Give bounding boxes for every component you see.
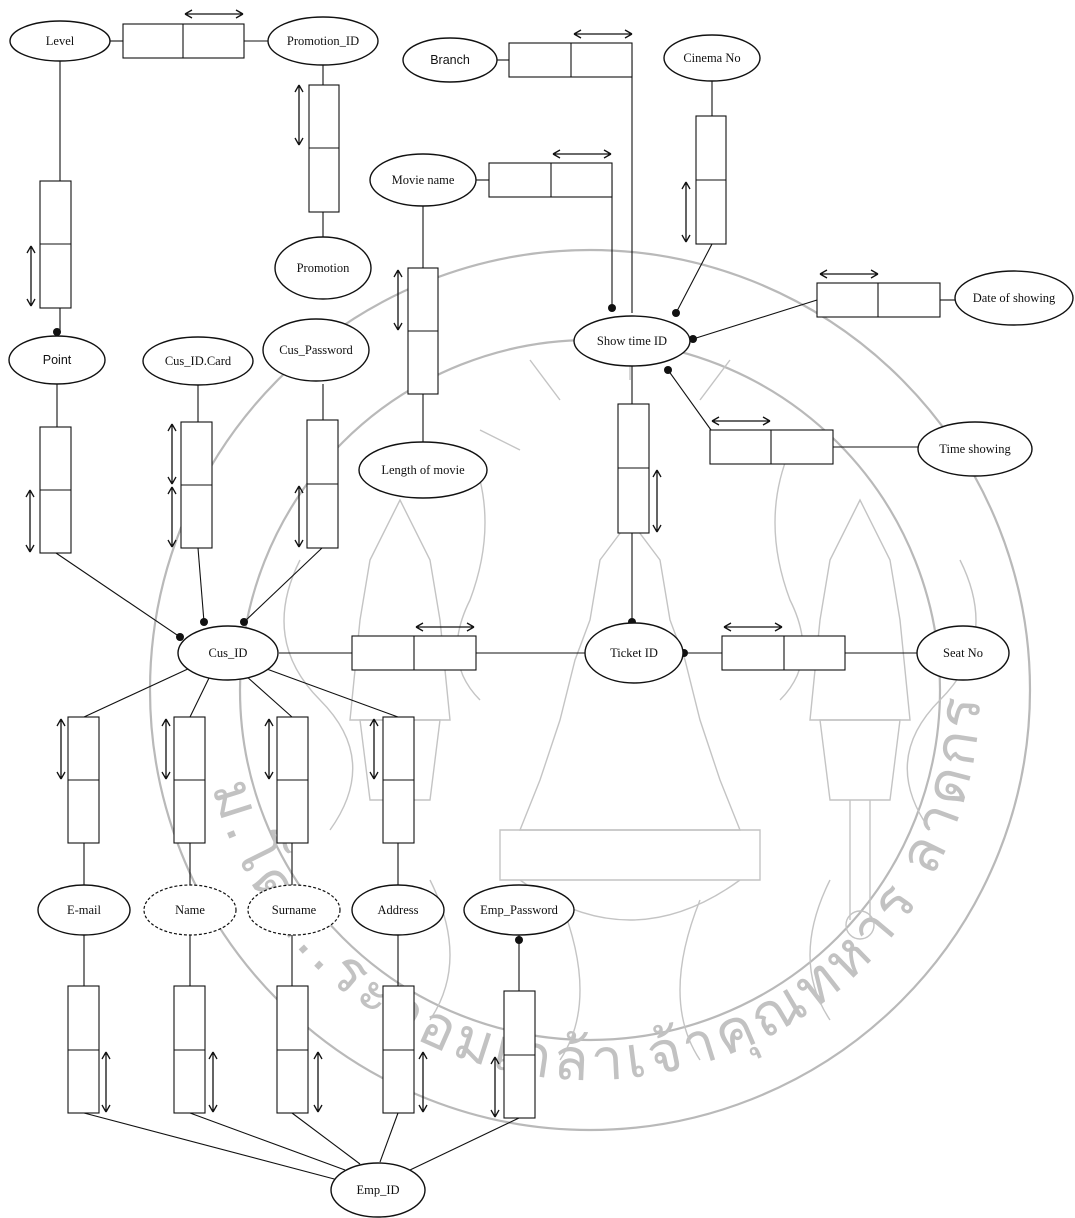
- entity-point: Point: [8, 335, 106, 385]
- entity-show-time-id: Show time ID: [573, 315, 691, 367]
- svg-text:Ticket ID: Ticket ID: [610, 646, 658, 660]
- entity-length-of-movie: Length of movie: [358, 441, 488, 499]
- entity-time-showing: Time showing: [917, 421, 1033, 477]
- svg-text:Branch: Branch: [430, 53, 470, 67]
- svg-text:Cinema No: Cinema No: [683, 51, 740, 65]
- svg-text:Level: Level: [46, 34, 75, 48]
- svg-text:Promotion: Promotion: [297, 261, 351, 275]
- entity-promotion: Promotion: [274, 236, 372, 300]
- relationship-boxes: [39, 23, 941, 1119]
- entity-branch: Branch: [402, 37, 498, 83]
- entity-email: E-mail: [37, 884, 131, 936]
- svg-text:Show time ID: Show time ID: [597, 334, 667, 348]
- entity-movie-name: Movie name: [369, 153, 477, 207]
- entity-emp-password: Emp_Password: [463, 884, 575, 936]
- entity-cinema-no: Cinema No: [663, 34, 761, 82]
- svg-text:Name: Name: [175, 903, 205, 917]
- svg-text:Emp_ID: Emp_ID: [356, 1183, 399, 1197]
- entity-surname: Surname: [247, 884, 341, 936]
- entity-cus-password: Cus_Password: [262, 318, 370, 382]
- svg-text:Emp_Password: Emp_Password: [480, 903, 559, 917]
- svg-text:Length of movie: Length of movie: [381, 463, 465, 477]
- entity-promotion-id: Promotion_ID: [267, 16, 379, 66]
- svg-text:Time showing: Time showing: [939, 442, 1011, 456]
- relationship-lines: [55, 40, 955, 1181]
- svg-text:Promotion_ID: Promotion_ID: [287, 34, 359, 48]
- svg-text:Movie name: Movie name: [392, 173, 455, 187]
- svg-text:Cus_Password: Cus_Password: [279, 343, 353, 357]
- cardinality-arrows: [25, 9, 879, 1118]
- svg-text:E-mail: E-mail: [67, 903, 102, 917]
- svg-text:Seat No: Seat No: [943, 646, 983, 660]
- connection-dots: [53, 304, 697, 944]
- entity-address: Address: [351, 884, 445, 936]
- entity-seat-no: Seat No: [916, 625, 1010, 681]
- svg-text:Date of showing: Date of showing: [973, 291, 1056, 305]
- entity-date-of-showing: Date of showing: [954, 270, 1074, 326]
- svg-text:Cus_ID: Cus_ID: [209, 646, 248, 660]
- entity-ticket-id: Ticket ID: [584, 622, 684, 684]
- entity-level: Level: [9, 20, 111, 62]
- svg-text:Address: Address: [378, 903, 419, 917]
- entity-cus-id-card: Cus_ID.Card: [142, 336, 254, 386]
- svg-text:Point: Point: [43, 353, 72, 367]
- svg-text:Cus_ID.Card: Cus_ID.Card: [165, 354, 232, 368]
- entity-name: Name: [143, 884, 237, 936]
- svg-text:Surname: Surname: [272, 903, 317, 917]
- entity-cus-id: Cus_ID: [177, 625, 279, 681]
- entity-emp-id: Emp_ID: [330, 1162, 426, 1218]
